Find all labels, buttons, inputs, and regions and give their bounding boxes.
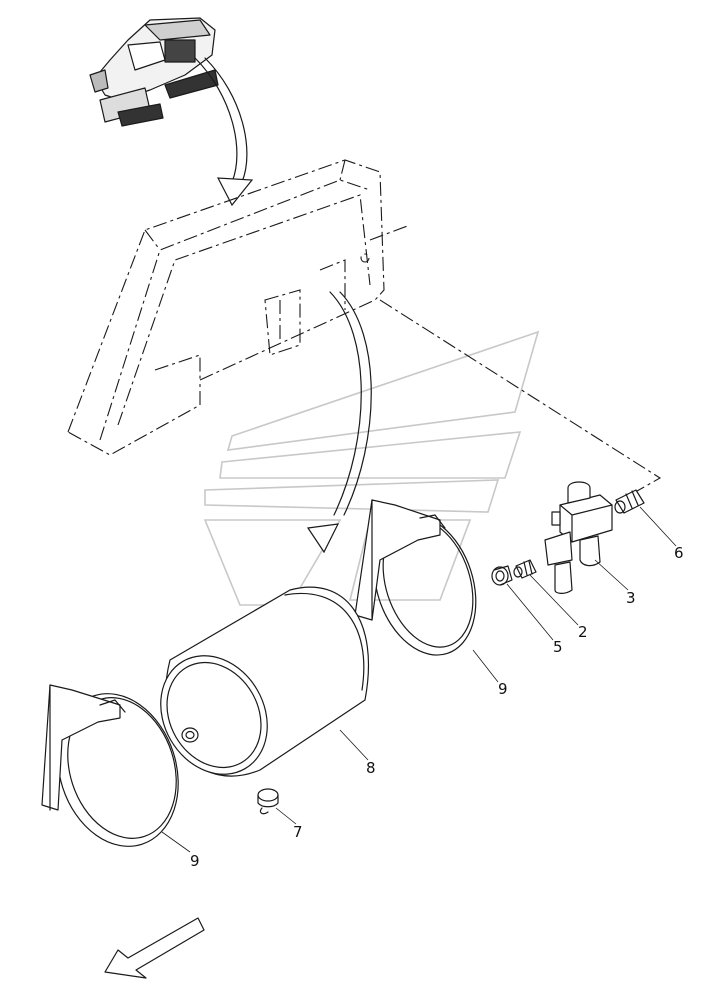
machine-overview-icon bbox=[89, 17, 219, 127]
callout-leaders bbox=[161, 506, 677, 853]
callout-9-lower: 9 bbox=[190, 852, 200, 870]
flow-arrow-upper bbox=[194, 57, 254, 207]
fitting-2 bbox=[513, 559, 537, 579]
fitting-6 bbox=[614, 489, 645, 514]
flow-arrow-lower bbox=[306, 291, 372, 554]
callout-9-upper: 9 bbox=[498, 680, 508, 698]
callout-6: 6 bbox=[674, 544, 684, 562]
tank-strap-bracket-lower bbox=[41, 684, 179, 847]
callout-5: 5 bbox=[553, 638, 563, 656]
assembly-leader-line bbox=[379, 299, 662, 496]
callout-2: 2 bbox=[578, 623, 588, 641]
tank-strap-bracket-upper bbox=[354, 499, 477, 656]
air-tank bbox=[160, 586, 370, 777]
callout-7: 7 bbox=[293, 823, 303, 841]
drain-valve bbox=[257, 788, 279, 815]
tank-housing-outline bbox=[67, 159, 411, 456]
filter-regulator bbox=[544, 481, 613, 594]
fitting-5 bbox=[491, 565, 513, 586]
callout-3: 3 bbox=[626, 589, 636, 607]
orientation-arrow bbox=[104, 917, 205, 979]
callout-8: 8 bbox=[366, 759, 376, 777]
